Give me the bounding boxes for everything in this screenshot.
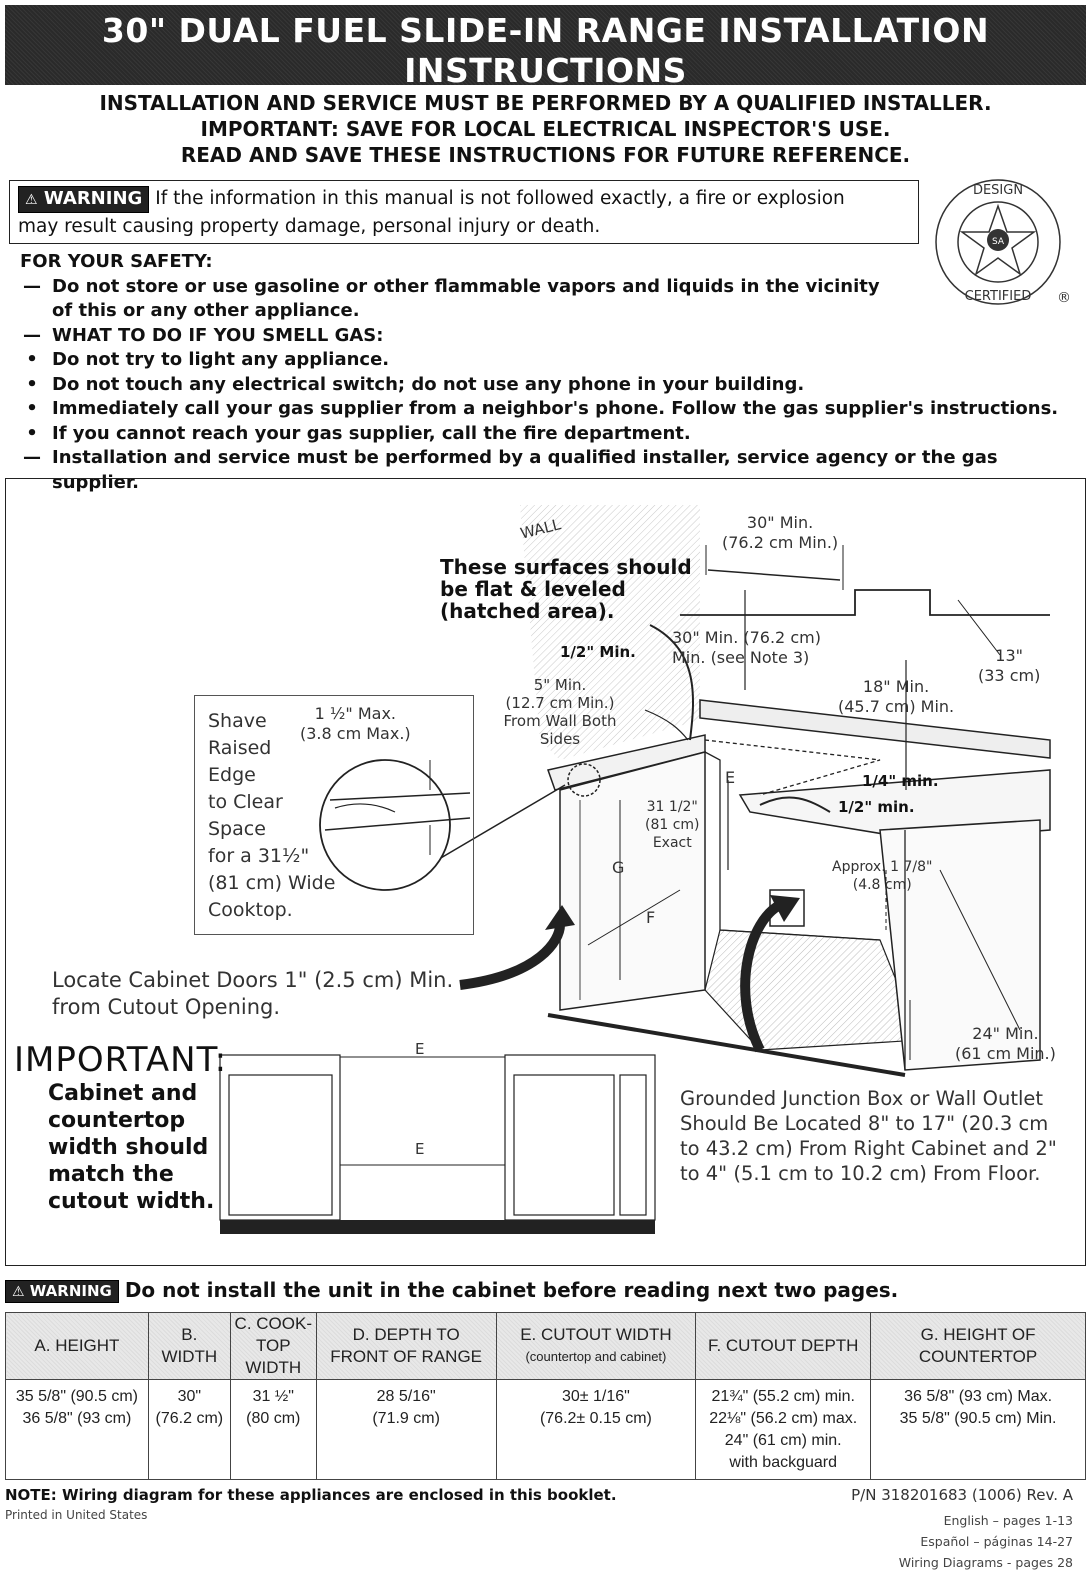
notice-line-2: IMPORTANT: SAVE FOR LOCAL ELECTRICAL INS…: [200, 117, 891, 141]
table-cell: 30"(76.2 cm): [147, 1379, 231, 1480]
safety-item: —Installation and service must be perfor…: [23, 447, 998, 493]
col-header-cooktop-width: C. COOK-TOP WIDTH: [229, 1312, 317, 1380]
safety-item: •Do not try to light any appliance.: [26, 349, 390, 370]
dimension-f-label: F: [646, 908, 656, 927]
dimension-e-label: E: [725, 768, 736, 787]
thirtyone-label: 31 1/2"(81 cm)Exact: [645, 799, 700, 851]
dimension-g-label: G: [612, 858, 625, 877]
dimension-e-bottom-label: E: [415, 1140, 425, 1158]
seal-bottom-text: CERTIFIED: [965, 289, 1032, 304]
warning-text-line-1: If the information in this manual is not…: [155, 188, 845, 209]
printed-in: Printed in United States: [5, 1508, 148, 1522]
important-heading: IMPORTANT:: [14, 1040, 228, 1080]
svg-text:SA: SA: [992, 237, 1005, 247]
col-header-cutout-width: E. CUTOUT WIDTH(countertop and cabinet): [495, 1312, 697, 1380]
seal-top-text: DESIGN: [973, 183, 1023, 198]
safety-item: —Do not store or use gasoline or other f…: [23, 275, 880, 297]
safety-list: FOR YOUR SAFETY: —Do not store or use ga…: [12, 250, 1072, 495]
design-certified-seal-icon: SA DESIGN CERTIFIED ®: [935, 179, 1071, 306]
title-banner: 30" DUAL FUEL SLIDE-IN RANGE INSTALLATIO…: [5, 5, 1086, 116]
thirty-min-mid-label: 30" Min. (76.2 cm)Min. (see Note 3): [672, 628, 821, 667]
warning-triangle-icon: ⚠: [12, 1284, 25, 1300]
warning-badge-2: ⚠ WARNING: [5, 1280, 119, 1303]
twentyfour-label: 24" Min.(61 cm Min.): [955, 1024, 1056, 1063]
safety-item: FOR YOUR SAFETY:: [20, 251, 213, 272]
notice-line-3: READ AND SAVE THESE INSTRUCTIONS FOR FUT…: [180, 143, 911, 167]
safety-item: —WHAT TO DO IF YOU SMELL GAS:: [23, 324, 384, 346]
thirty-min-top-label: 30" Min.(76.2 cm Min.): [722, 513, 839, 552]
table-cell: 35 5/8" (90.5 cm)36 5/8" (93 cm): [5, 1379, 149, 1480]
dimensions-table: A. HEIGHT B.WIDTH C. COOK-TOP WIDTH D. D…: [5, 1312, 1086, 1480]
safety-item: •Do not touch any electrical switch; do …: [26, 373, 805, 395]
seal-registered-mark: ®: [1057, 290, 1071, 306]
quarter-min-label: 1/4" min.: [862, 772, 939, 790]
table-header-row: A. HEIGHT B.WIDTH C. COOK-TOP WIDTH D. D…: [5, 1312, 1086, 1380]
table-cell: 21¾" (55.2 cm) min.22⅛" (56.2 cm) max.24…: [695, 1379, 872, 1480]
part-number: P/N 318201683 (1006) Rev. A: [851, 1486, 1073, 1504]
half-min-right-label: 1/2" min.: [838, 798, 915, 816]
safety-item: •Immediately call your gas supplier from…: [26, 398, 1059, 419]
wiring-note: NOTE: Wiring diagram for these appliance…: [5, 1486, 617, 1504]
shave-detail-box: [194, 695, 474, 935]
safety-item: •If you cannot reach your gas supplier, …: [26, 422, 691, 444]
safety-item: of this or any other appliance.: [52, 300, 360, 321]
dimension-e-top-label: E: [415, 1040, 425, 1058]
installation-diagram: [5, 478, 1086, 1266]
table-row: 35 5/8" (90.5 cm)36 5/8" (93 cm) 30"(76.…: [5, 1379, 1086, 1480]
table-cell: 36 5/8" (93 cm) Max.35 5/8" (90.5 cm) Mi…: [870, 1379, 1086, 1480]
thirteen-label: 13"(33 cm): [978, 646, 1041, 685]
col-header-width: B.WIDTH: [147, 1312, 231, 1380]
col-header-height: A. HEIGHT: [5, 1312, 149, 1380]
table-cell: 31 ½"(80 cm): [229, 1379, 317, 1480]
warning-triangle-icon: ⚠: [25, 191, 38, 208]
col-header-cutout-depth: F. CUTOUT DEPTH: [695, 1312, 872, 1380]
max-label: 1 ½" Max.(3.8 cm Max.): [300, 704, 411, 743]
document-title: 30" DUAL FUEL SLIDE-IN RANGE INSTALLATIO…: [101, 11, 990, 90]
warning-badge: ⚠ WARNING: [18, 185, 150, 213]
document-subtitle: (Models with an Electric Oven and a Gas …: [294, 92, 797, 116]
notice-line-1: INSTALLATION AND SERVICE MUST BE PERFORM…: [99, 91, 992, 115]
locate-doors-note: Locate Cabinet Doors 1" (2.5 cm) Min.fro…: [52, 968, 454, 1019]
table-cell: 28 5/16"(71.9 cm): [315, 1379, 497, 1480]
table-cell: 30± 1/16"(76.2± 0.15 cm): [495, 1379, 697, 1480]
half-min-label: 1/2" Min.: [560, 643, 636, 661]
approx-label: Approx. 1 7/8"(4.8 cm): [832, 859, 933, 893]
warning-text-line-2: may result causing property damage, pers…: [18, 215, 601, 237]
eighteen-label: 18" Min.(45.7 cm) Min.: [838, 677, 955, 716]
